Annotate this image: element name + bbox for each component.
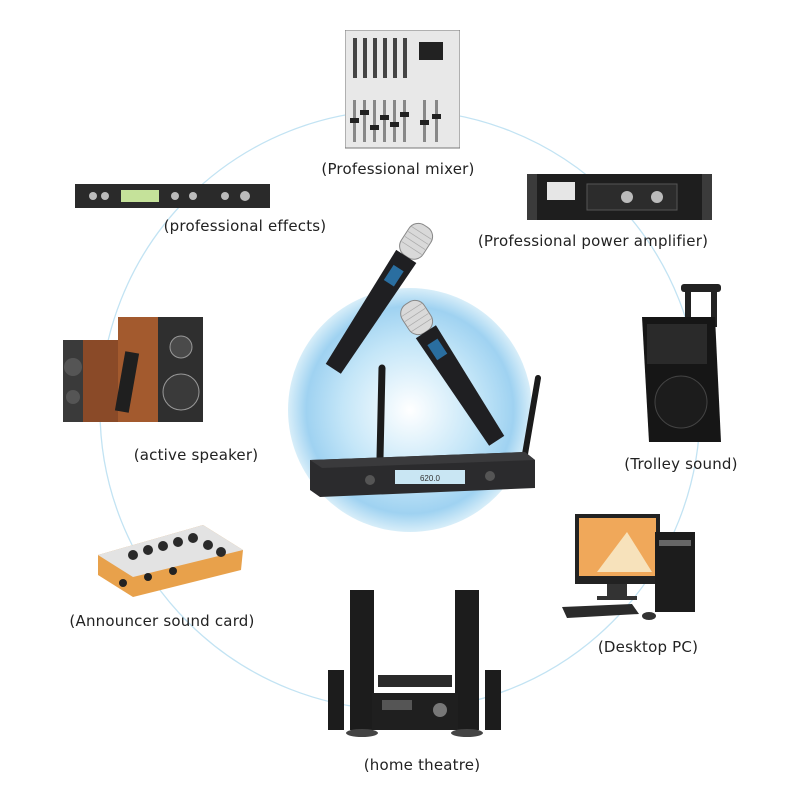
effects-label: (professional effects) bbox=[163, 217, 327, 235]
home-theatre-system bbox=[328, 590, 501, 737]
sound-card-label: (Announcer sound card) bbox=[69, 612, 255, 630]
home-theatre-label: (home theatre) bbox=[363, 756, 481, 774]
power-amplifier-label: (Professional power amplifier) bbox=[477, 232, 709, 250]
trolley-label: (Trolley sound) bbox=[624, 455, 738, 473]
mixer-label: (Professional mixer) bbox=[321, 160, 475, 178]
active-speaker-label: (active speaker) bbox=[133, 446, 259, 464]
professional-mixer bbox=[345, 30, 460, 149]
active-speakers bbox=[63, 317, 203, 422]
effects-processor bbox=[75, 184, 270, 208]
announcer-sound-card bbox=[98, 525, 243, 597]
desktop-pc bbox=[562, 514, 695, 620]
wireless-receiver: 620.0 bbox=[310, 364, 541, 497]
trolley-speaker bbox=[642, 284, 721, 442]
receiver-display-text: 620.0 bbox=[420, 474, 441, 483]
power-amplifier bbox=[527, 174, 712, 220]
desktop-pc-label: (Desktop PC) bbox=[597, 638, 699, 656]
receiver-display bbox=[395, 470, 465, 484]
handheld-microphone-left bbox=[325, 222, 434, 374]
handheld-microphone-right bbox=[400, 299, 505, 446]
